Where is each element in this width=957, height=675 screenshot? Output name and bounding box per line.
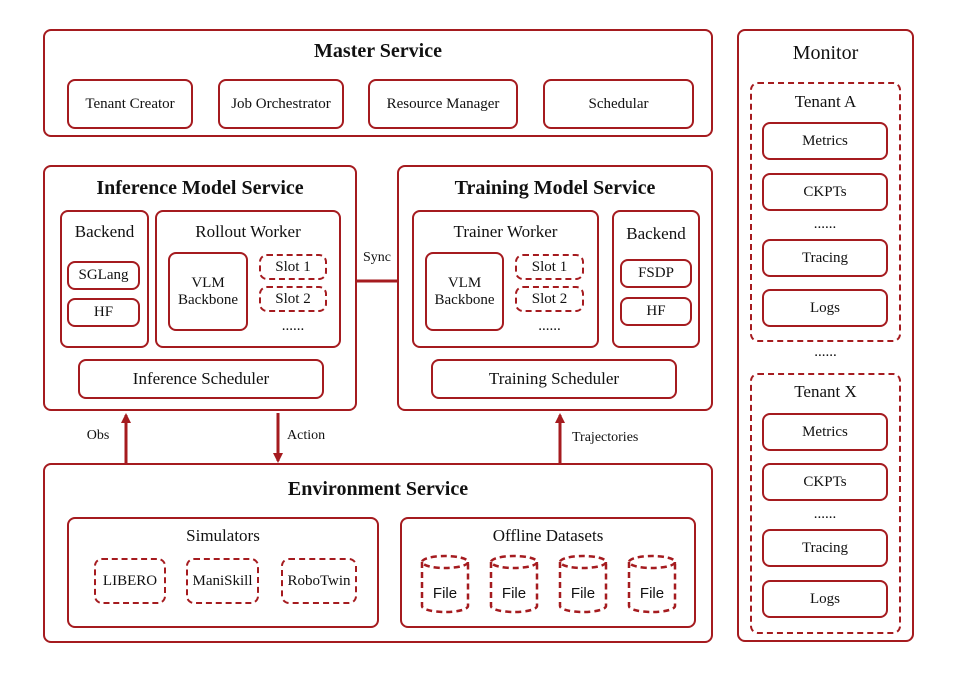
tenant-x-more: ...... [813, 506, 837, 522]
maniskill-box: ManiSkill [186, 558, 259, 604]
training-backend-title: Backend [626, 224, 686, 243]
file-label: File [570, 585, 596, 602]
environment-service-title: Environment Service [287, 478, 469, 500]
training-scheduler-box: Training Scheduler [431, 359, 677, 399]
rollout-worker-title: Rollout Worker [195, 222, 301, 241]
tenant-x-tracing-box: Tracing [762, 529, 888, 567]
libero-box: LIBERO [94, 558, 166, 604]
resource-manager-box: Resource Manager [368, 79, 518, 129]
job-orchestrator-box: Job Orchestrator [218, 79, 344, 129]
robotwin-box: RoboTwin [281, 558, 357, 604]
file-cylinder-icon [627, 554, 677, 614]
action-label: Action [287, 428, 326, 443]
simulators-title: Simulators [186, 526, 260, 545]
tenant-x-metrics-box: Metrics [762, 413, 888, 451]
offline-datasets-panel [400, 517, 696, 628]
sync-label: Sync [363, 250, 391, 265]
offline-datasets-title: Offline Datasets [492, 526, 604, 545]
file-label: File [432, 585, 458, 602]
monitor-title: Monitor [792, 42, 859, 64]
file-label: File [639, 585, 665, 602]
tenants-between-ellipsis: ...... [814, 344, 837, 360]
trainer-worker-title: Trainer Worker [453, 222, 558, 241]
inference-hf-box: HF [67, 298, 140, 327]
inference-vlm-backbone-box: VLM Backbone [168, 252, 248, 331]
inference-slot-2: Slot 2 [259, 286, 327, 312]
training-slots-more: ...... [538, 318, 561, 334]
tenant-a-more: ...... [813, 216, 837, 232]
inference-slots-more: ...... [281, 318, 305, 334]
file-label: File [501, 585, 527, 602]
inference-backend-title: Backend [74, 222, 135, 241]
training-hf-box: HF [620, 297, 692, 326]
file-cylinder-icon [558, 554, 608, 614]
sglang-box: SGLang [67, 261, 140, 290]
tenant-creator-box: Tenant Creator [67, 79, 193, 129]
obs-label: Obs [86, 428, 110, 443]
training-vlm-backbone-box: VLM Backbone [425, 252, 504, 331]
tenant-a-tracing-box: Tracing [762, 239, 888, 277]
training-service-title: Training Model Service [454, 177, 656, 199]
schedular-box: Schedular [543, 79, 694, 129]
tenant-x-title: Tenant X [794, 382, 857, 401]
tenant-a-ckpts-box: CKPTs [762, 173, 888, 211]
inference-slot-1: Slot 1 [259, 254, 327, 280]
file-cylinder-icon [420, 554, 470, 614]
fsdp-box: FSDP [620, 259, 692, 288]
training-slot-1: Slot 1 [515, 254, 584, 280]
tenant-a-title: Tenant A [794, 92, 857, 111]
trajectories-label: Trajectories [572, 430, 639, 445]
training-slot-2: Slot 2 [515, 286, 584, 312]
inference-scheduler-box: Inference Scheduler [78, 359, 324, 399]
file-cylinder-icon [489, 554, 539, 614]
tenant-x-logs-box: Logs [762, 580, 888, 618]
tenant-a-metrics-box: Metrics [762, 122, 888, 160]
master-service-title: Master Service [314, 40, 442, 62]
tenant-a-logs-box: Logs [762, 289, 888, 327]
tenant-x-ckpts-box: CKPTs [762, 463, 888, 501]
inference-service-title: Inference Model Service [96, 177, 304, 199]
